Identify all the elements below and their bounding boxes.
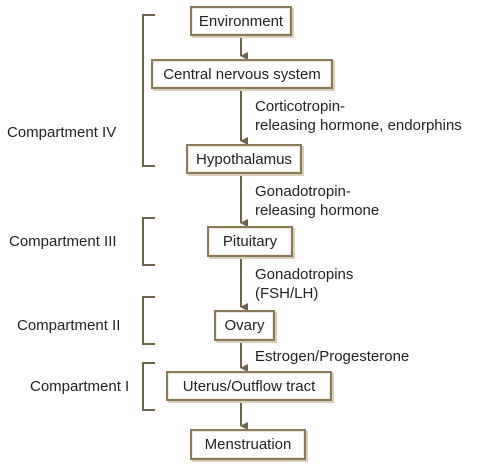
bracket-compartment-i: [142, 362, 155, 411]
edge-label-crh-endorphins-2: releasing hormone, endorphins: [255, 117, 462, 134]
label-compartment-iv: Compartment IV: [7, 124, 117, 141]
edge-label-gnrh-1: Gonadotropin-: [255, 183, 351, 200]
label-compartment-ii: Compartment II: [17, 317, 121, 334]
bracket-compartment-ii: [142, 296, 155, 345]
label-compartment-iii: Compartment III: [9, 233, 117, 250]
bracket-compartment-iii: [142, 217, 155, 266]
edge-label-gonadotropins-2: (FSH/LH): [255, 285, 319, 302]
edge-label-crh-endorphins-1: Corticotropin-: [255, 98, 346, 115]
node-ovary: Ovary: [214, 310, 275, 341]
edge-label-gnrh-2: releasing hormone: [255, 202, 380, 219]
node-hypothalamus: Hypothalamus: [186, 144, 302, 174]
node-central-nervous-system: Central nervous system: [151, 59, 333, 89]
bracket-compartment-iv: [142, 14, 155, 167]
node-pituitary: Pituitary: [207, 226, 293, 257]
label-compartment-i: Compartment I: [30, 378, 130, 395]
node-menstruation: Menstruation: [190, 429, 306, 460]
node-environment: Environment: [190, 6, 292, 36]
edge-label-estrogen-progesterone: Estrogen/Progesterone: [255, 348, 410, 365]
edge-label-gonadotropins-1: Gonadotropins: [255, 266, 354, 283]
node-uterus-outflow-tract: Uterus/Outflow tract: [166, 371, 332, 401]
